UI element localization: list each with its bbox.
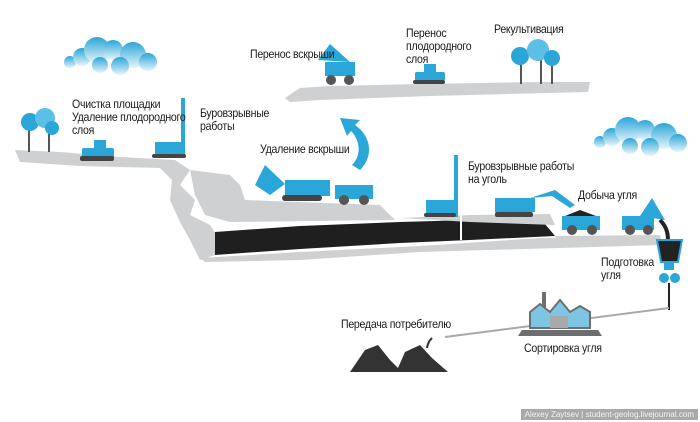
- dump-truck-icon: [318, 44, 355, 85]
- label-drilling: Буровзрывные работы: [200, 106, 270, 133]
- bulldozer-icon: [80, 140, 114, 161]
- coal-pile-icon: [350, 345, 448, 372]
- credit-watermark: Alexey Zaytsev | student-geolog.livejour…: [520, 409, 698, 420]
- excavator-icon: [495, 190, 575, 217]
- upper-terrace: [285, 82, 590, 102]
- coal-seam: [215, 218, 555, 255]
- label-clearing: Очистка площадки Удаление плодородного с…: [72, 97, 186, 137]
- label-coal-blasting: Буровзрывные работы на уголь: [468, 159, 575, 186]
- overburden-bench: [190, 170, 395, 222]
- coal-truck-icon: [562, 210, 600, 235]
- bulldozer-icon: [413, 64, 445, 84]
- dump-truck-icon: [622, 198, 670, 243]
- factory-icon: [518, 292, 602, 336]
- label-reclamation: Рекультивация: [494, 22, 564, 36]
- excavator-icon: [255, 165, 330, 201]
- drill-rig-icon: [152, 98, 186, 158]
- label-overburden-removal: Удаление вскрыши: [260, 142, 350, 156]
- cloud-left: [64, 37, 157, 75]
- upward-arrow-icon: [340, 118, 370, 170]
- coal-pile-icon: [426, 337, 433, 349]
- coal-bench-floor: [555, 235, 662, 245]
- trees-icon: [21, 108, 59, 152]
- drill-rig-icon: [424, 155, 462, 240]
- lower-bench: [200, 236, 662, 262]
- label-coal-mining: Добыча угля: [578, 188, 637, 202]
- crusher-icon: [655, 239, 684, 310]
- dump-truck-icon: [335, 185, 373, 205]
- trees-icon: [511, 39, 560, 84]
- label-coal-sorting: Сортировка угля: [524, 341, 602, 355]
- label-consumer-delivery: Передача потребителю: [341, 317, 451, 331]
- label-overburden-transfer: Перенос вскрыши: [250, 47, 335, 61]
- ground-left: [15, 150, 220, 260]
- label-topsoil-transfer: Перенос плодородного слоя: [406, 26, 472, 66]
- label-coal-preparation: Подготовка угля: [601, 255, 654, 282]
- cloud-right: [594, 117, 687, 156]
